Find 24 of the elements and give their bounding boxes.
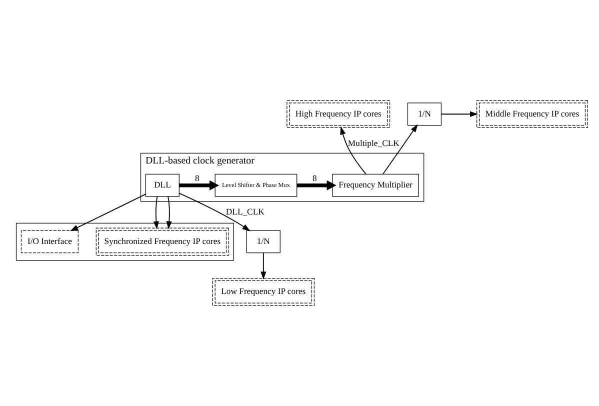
edge-label: 8 — [194, 173, 200, 184]
arrow — [296, 180, 336, 190]
node-box: Low Frequency IP cores — [212, 278, 315, 306]
arrow — [153, 196, 159, 230]
arrow — [70, 194, 146, 232]
arrow — [179, 180, 220, 190]
arrow — [260, 252, 266, 280]
arrow — [340, 126, 366, 174]
node-box: Middle Frequency IP cores — [476, 100, 588, 128]
node-box: I/O Interface — [20, 230, 78, 254]
edge-label: 8 — [312, 173, 317, 184]
node-box: High Frequency IP cores — [286, 100, 390, 128]
node-box: 1/N — [246, 230, 280, 254]
node-box: Synchronized Frequency IP cores — [96, 228, 230, 256]
node-box: Frequency Multiplier — [332, 174, 419, 197]
arrow — [166, 196, 172, 230]
cluster — [16, 222, 234, 261]
arrow — [178, 192, 250, 232]
node-box: DLL — [145, 174, 180, 197]
arrow — [440, 111, 478, 117]
edge-label: DLL_CLK — [226, 206, 264, 217]
arrow — [382, 124, 418, 174]
edge-label: Multiple_CLK — [348, 138, 400, 148]
node-box: 1/N — [407, 102, 442, 126]
